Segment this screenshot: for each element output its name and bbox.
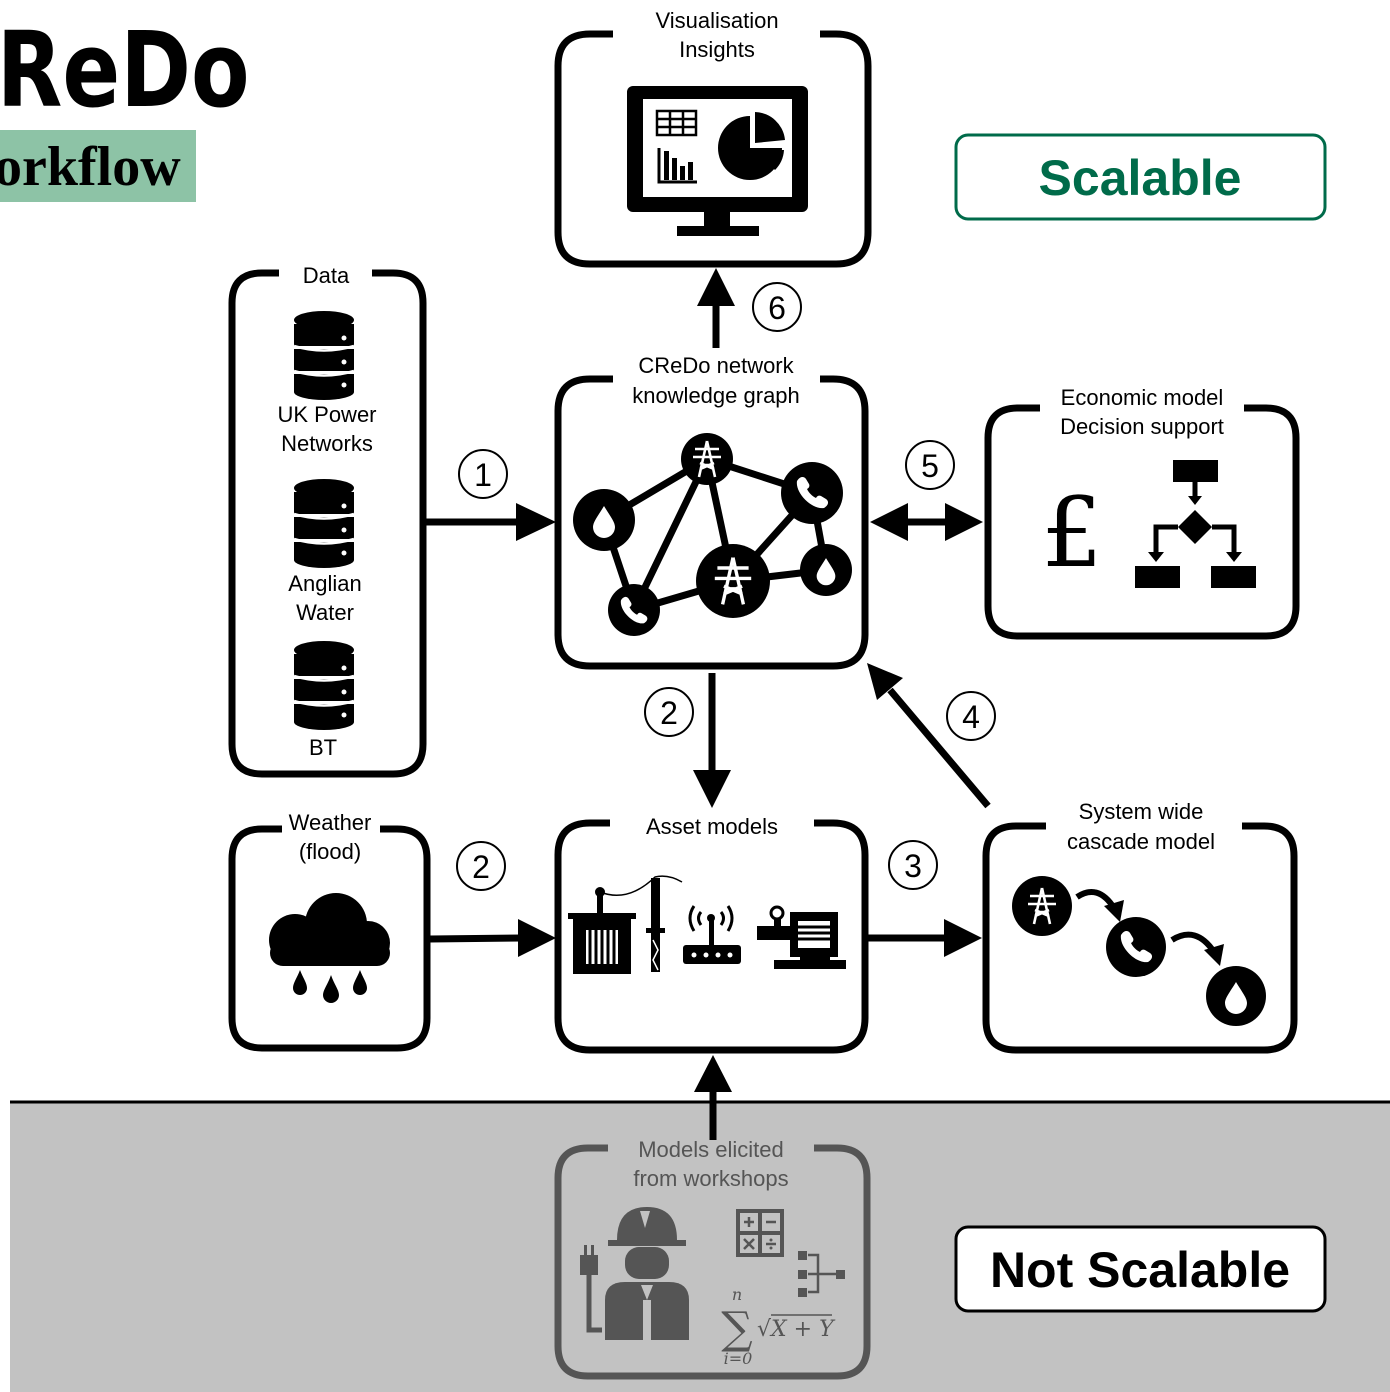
cascade-title-line2: cascade model [1067, 829, 1215, 854]
step-number: 1 [474, 457, 492, 493]
database-icon [292, 639, 356, 732]
pylon-icon [1012, 876, 1072, 936]
water-drop-icon [573, 489, 635, 551]
pole-icon [646, 878, 665, 972]
weather-title-line2: (flood) [299, 839, 361, 864]
calculator-icon [736, 1209, 784, 1257]
step-number: 2 [660, 695, 678, 731]
pump-icon [757, 905, 846, 969]
step-number: 3 [904, 848, 922, 884]
knowledge-graph-box: CReDo network knowledge graph [554, 353, 869, 670]
data-source-label: BT [309, 735, 337, 760]
cascade-title-line1: System wide [1079, 799, 1204, 824]
not-scalable-label: Not Scalable [990, 1242, 1290, 1298]
transformer-icon [568, 875, 683, 974]
asset-models-box: Asset models [554, 814, 869, 1054]
asset-models-title: Asset models [646, 814, 778, 839]
scalable-badge: Scalable [954, 133, 1327, 221]
arrow-cascade-to-graph [867, 663, 991, 809]
workshops-box: Models elicited from workshops [554, 1137, 871, 1380]
arrow-graph-to-visualisation [697, 268, 735, 348]
scalable-label: Scalable [1039, 150, 1242, 206]
pound-icon: £ [1041, 477, 1102, 589]
step-badge-2: 2 [644, 687, 694, 737]
phone-icon [781, 462, 843, 524]
cascade-model-box: System wide cascade model [982, 799, 1298, 1054]
data-title: Data [303, 263, 350, 288]
knowledge-graph-title-line1: CReDo network [638, 353, 794, 378]
sqrt-expression: √X + Y [757, 1317, 836, 1342]
sum-lower-limit: i=0 [724, 1349, 753, 1368]
subtitle-background [0, 130, 196, 202]
water-drop-icon [1206, 966, 1266, 1026]
visualisation-box: Visualisation Insights [554, 8, 872, 268]
data-box: Data UK Power Networks Anglian Water BT [228, 263, 427, 778]
step-badge-3: 3 [888, 840, 938, 890]
flowchart-icon [1135, 460, 1256, 588]
page-subtitle: orkflow [0, 136, 181, 198]
visualisation-title-line2: Insights [679, 37, 755, 62]
economic-title-line1: Economic model [1061, 385, 1224, 410]
economic-model-box: Economic model Decision support £ [984, 385, 1300, 640]
workshops-title-line1: Models elicited [638, 1137, 784, 1162]
data-source-label: Water [296, 600, 354, 625]
arrow-graph-to-assets [693, 673, 731, 808]
not-scalable-badge: Not Scalable [954, 1225, 1327, 1313]
data-source-label: UK Power [277, 402, 376, 427]
pie-chart-icon [718, 112, 785, 180]
step-badge-6: 6 [752, 282, 802, 332]
sum-upper-limit: n [732, 1285, 742, 1304]
weather-box: Weather (flood) [228, 810, 431, 1052]
sum-symbol: ∑ [721, 1303, 752, 1354]
arrow-graph-economic [870, 503, 983, 541]
step-number: 2 [472, 849, 490, 885]
data-source-label: Networks [281, 431, 373, 456]
step-number: 6 [768, 290, 786, 326]
rain-cloud-icon [269, 893, 390, 1003]
workshops-title-line2: from workshops [633, 1166, 788, 1191]
step-badge-5: 5 [905, 440, 955, 490]
arrow-data-to-graph [426, 503, 556, 541]
knowledge-graph-title-line2: knowledge graph [632, 383, 800, 408]
data-source-label: Anglian [288, 571, 361, 596]
engineer-icon [580, 1207, 689, 1340]
step-number: 4 [962, 699, 980, 735]
bar-chart-icon [657, 148, 697, 184]
hierarchy-icon [798, 1251, 845, 1297]
step-badge-2-weather: 2 [456, 841, 506, 891]
step-badge-1: 1 [458, 449, 508, 499]
arrow-assets-to-cascade [868, 919, 982, 957]
step-badge-4: 4 [946, 691, 996, 741]
cascade-arrows [1075, 888, 1224, 966]
arrow-weather-to-assets [429, 919, 556, 957]
database-icon [292, 309, 356, 402]
pylon-icon [681, 433, 733, 485]
step-number: 5 [921, 448, 939, 484]
water-drop-icon [800, 544, 852, 596]
page-title: ReDo [0, 11, 250, 131]
router-icon [683, 905, 741, 964]
visualisation-title-line1: Visualisation [655, 8, 778, 33]
economic-title-line2: Decision support [1060, 414, 1224, 439]
table-icon [655, 109, 698, 137]
phone-icon [1106, 917, 1166, 977]
phone-icon [608, 584, 660, 636]
arrow-workshops-to-assets [694, 1055, 732, 1140]
pylon-icon [696, 544, 770, 618]
weather-title-line1: Weather [289, 810, 372, 835]
database-icon [292, 477, 356, 570]
